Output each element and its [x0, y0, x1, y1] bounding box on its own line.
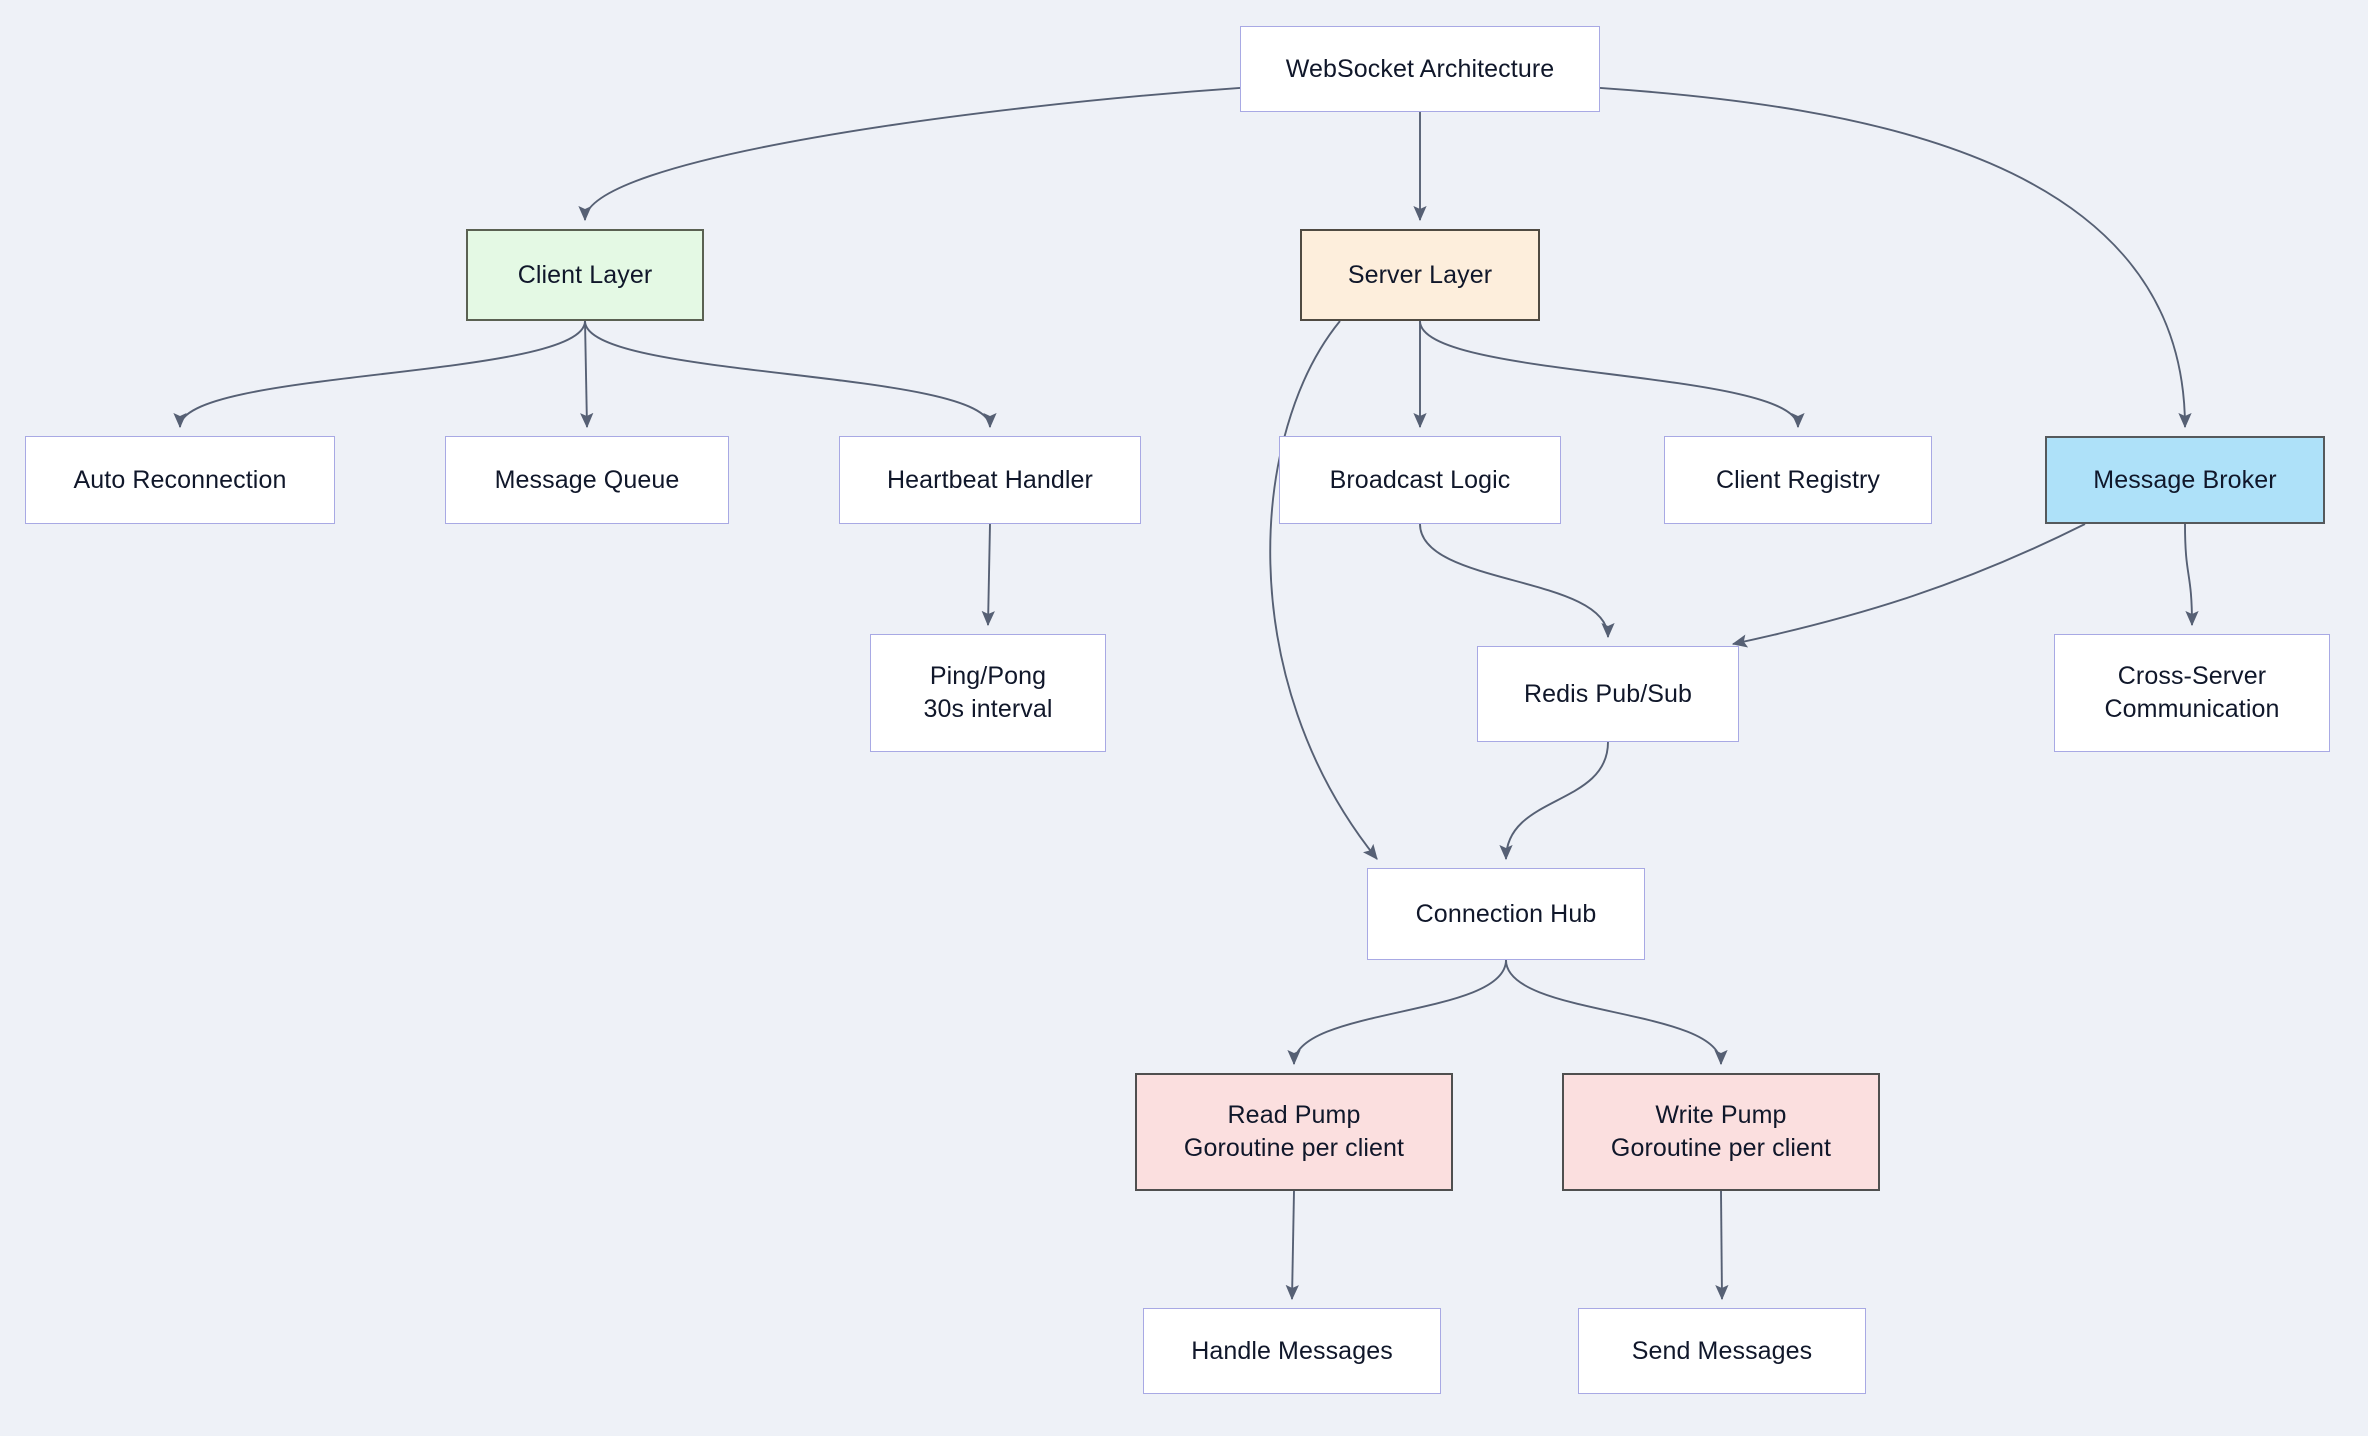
edge-writepump-to-sendmsg: [1715, 1190, 1729, 1301]
node-client[interactable]: Client Layer: [466, 229, 704, 321]
node-pingpong[interactable]: Ping/Pong 30s interval: [870, 634, 1106, 752]
node-sublabel: Communication: [2104, 695, 2280, 723]
node-registry[interactable]: Client Registry: [1664, 436, 1932, 524]
node-sublabel: Goroutine per client: [1610, 1134, 1832, 1162]
edge-root-to-broker: [1599, 86, 2192, 429]
node-label: Broadcast Logic: [1329, 465, 1511, 494]
node-label: Write Pump: [1655, 1101, 1787, 1129]
node-sublabel: Goroutine per client: [1183, 1134, 1405, 1162]
node-handlemsg[interactable]: Handle Messages: [1143, 1308, 1441, 1394]
node-msgqueue[interactable]: Message Queue: [445, 436, 729, 524]
node-root[interactable]: WebSocket Architecture: [1240, 26, 1600, 112]
node-broker[interactable]: Message Broker: [2045, 436, 2325, 524]
node-label: Cross-Server: [2117, 662, 2267, 690]
node-heartbeat[interactable]: Heartbeat Handler: [839, 436, 1141, 524]
edge-hub-to-readpump: [1287, 959, 1507, 1066]
node-sublabel: 30s interval: [923, 695, 1053, 723]
edge-redis-to-hub: [1499, 741, 1609, 861]
edge-client-to-reconnect: [173, 320, 586, 429]
node-broadcast[interactable]: Broadcast Logic: [1279, 436, 1561, 524]
node-label: Heartbeat Handler: [887, 465, 1093, 494]
node-label: Server Layer: [1347, 260, 1493, 289]
edge-server-to-hub: [1269, 320, 1378, 860]
node-label: Client Registry: [1715, 465, 1881, 494]
node-label: Send Messages: [1631, 1336, 1813, 1365]
node-label: WebSocket Architecture: [1285, 54, 1555, 83]
edge-hub-to-writepump: [1505, 959, 1728, 1066]
edge-readpump-to-handlemsg: [1285, 1190, 1299, 1301]
node-label: Message Broker: [2093, 465, 2277, 494]
edge-client-to-msgqueue: [580, 320, 594, 429]
edge-heartbeat-to-pingpong: [981, 523, 995, 627]
edge-server-to-registry: [1419, 320, 1805, 429]
node-label: Client Layer: [517, 260, 653, 289]
edge-root-to-client: [578, 86, 1241, 222]
node-label: Redis Pub/Sub: [1523, 679, 1693, 708]
edge-broker-to-crossserver: [2184, 523, 2199, 627]
node-label: Ping/Pong: [929, 662, 1047, 690]
edge-broker-to-redis: [1731, 523, 2086, 648]
node-label: Connection Hub: [1415, 899, 1597, 928]
node-label: Handle Messages: [1191, 1336, 1393, 1365]
node-label: Auto Reconnection: [73, 465, 287, 494]
node-label: Read Pump: [1227, 1101, 1361, 1129]
node-reconnect[interactable]: Auto Reconnection: [25, 436, 335, 524]
node-sendmsg[interactable]: Send Messages: [1578, 1308, 1866, 1394]
node-hub[interactable]: Connection Hub: [1367, 868, 1645, 960]
edge-client-to-heartbeat: [584, 320, 997, 429]
node-label: Message Queue: [494, 465, 680, 494]
node-redis[interactable]: Redis Pub/Sub: [1477, 646, 1739, 742]
edge-broadcast-to-redis: [1419, 523, 1615, 639]
node-server[interactable]: Server Layer: [1300, 229, 1540, 321]
